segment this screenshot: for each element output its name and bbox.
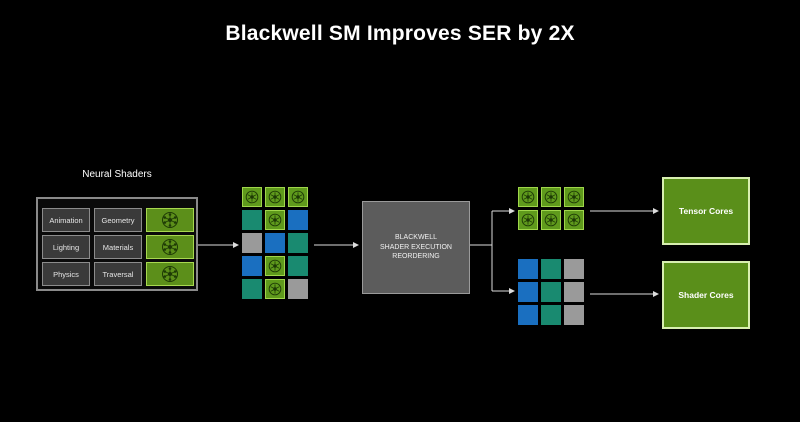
- neural-shaders-box: Animation Geometry Lighting Materials Ph…: [36, 197, 198, 291]
- gray-block: [242, 233, 262, 253]
- green-block: [518, 210, 538, 230]
- neural-network-icon: [162, 239, 178, 255]
- neural-icon-cell: [146, 262, 194, 286]
- neural-network-icon: [268, 282, 282, 296]
- neural-network-icon: [162, 212, 178, 228]
- green-block: [265, 279, 285, 299]
- blue-block: [288, 210, 308, 230]
- neural-shaders-label: Neural Shaders: [82, 169, 152, 180]
- green-block: [564, 187, 584, 207]
- neural-network-icon: [521, 190, 535, 204]
- teal-block: [541, 282, 561, 302]
- green-block: [541, 187, 561, 207]
- neural-network-icon: [268, 259, 282, 273]
- green-block: [518, 187, 538, 207]
- ser-line-3: REORDERING: [392, 253, 440, 261]
- green-block: [265, 256, 285, 276]
- shader-cores-box: Shader Cores: [662, 261, 750, 329]
- neural-network-icon: [245, 190, 259, 204]
- neural-network-icon: [544, 190, 558, 204]
- animation-cell: Animation: [42, 208, 90, 232]
- gray-block: [564, 259, 584, 279]
- neural-icon-cell: [146, 208, 194, 232]
- neural-network-icon: [544, 213, 558, 227]
- green-block: [242, 187, 262, 207]
- blue-block: [242, 256, 262, 276]
- blue-block: [518, 305, 538, 325]
- teal-block: [242, 210, 262, 230]
- diagram-title: Blackwell SM Improves SER by 2X: [225, 22, 575, 45]
- teal-block: [288, 256, 308, 276]
- green-block: [541, 210, 561, 230]
- lighting-cell: Lighting: [42, 235, 90, 259]
- green-block: [288, 187, 308, 207]
- neural-network-icon: [521, 213, 535, 227]
- teal-block: [541, 259, 561, 279]
- teal-block: [288, 233, 308, 253]
- blue-block: [518, 282, 538, 302]
- neural-network-icon: [162, 266, 178, 282]
- physics-cell: Physics: [42, 262, 90, 286]
- ser-line-1: BLACKWELL: [394, 234, 438, 242]
- teal-block: [242, 279, 262, 299]
- ser-line-2: SHADER EXECUTION: [380, 243, 452, 251]
- neural-network-icon: [291, 190, 305, 204]
- materials-cell: Materials: [94, 235, 142, 259]
- gray-block: [564, 305, 584, 325]
- geometry-cell: Geometry: [94, 208, 142, 232]
- neural-network-icon: [268, 190, 282, 204]
- gray-block: [288, 279, 308, 299]
- tensor-cores-box: Tensor Cores: [662, 177, 750, 245]
- neural-network-icon: [268, 213, 282, 227]
- green-block: [265, 210, 285, 230]
- green-block: [564, 210, 584, 230]
- green-block: [265, 187, 285, 207]
- gray-block: [564, 282, 584, 302]
- blue-block: [265, 233, 285, 253]
- neural-icon-cell: [146, 235, 194, 259]
- teal-block: [541, 305, 561, 325]
- neural-network-icon: [567, 190, 581, 204]
- neural-network-icon: [567, 213, 581, 227]
- traversal-cell: Traversal: [94, 262, 142, 286]
- ser-box: BLACKWELL SHADER EXECUTION REORDERING: [362, 201, 470, 294]
- blue-block: [518, 259, 538, 279]
